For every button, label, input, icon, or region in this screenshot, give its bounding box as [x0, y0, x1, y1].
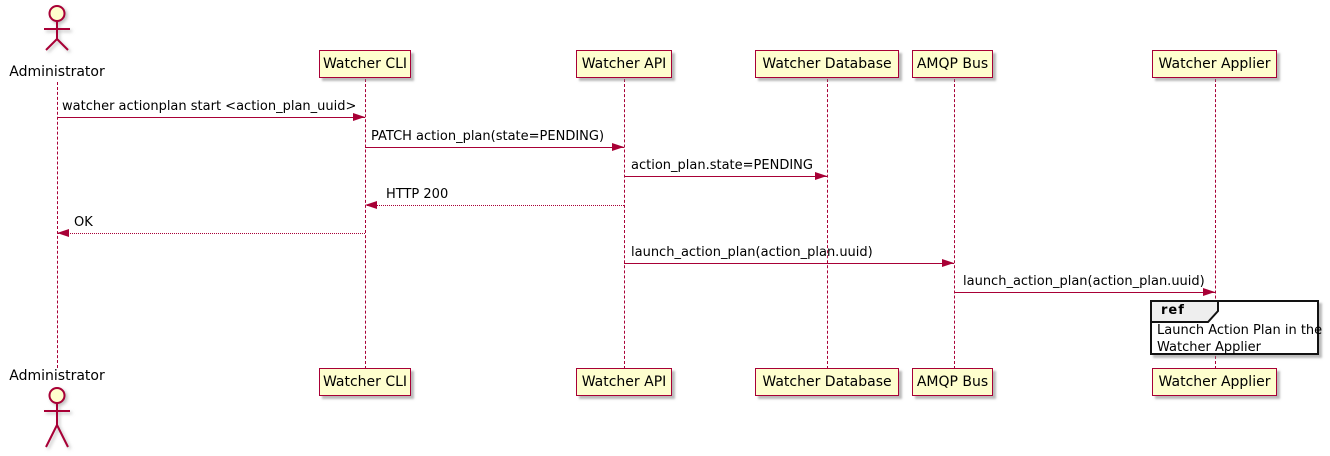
actor-label-top: Administrator — [9, 64, 105, 80]
arrowhead-icon-2 — [612, 142, 624, 151]
lifeline-administrator — [56, 82, 58, 368]
lifeline-amqp-bus — [953, 79, 955, 369]
message-line-6 — [624, 263, 954, 264]
message-label-6: launch_action_plan(action_plan.uuid) — [631, 245, 873, 260]
participant-bottom-watcher-api: Watcher API — [576, 368, 672, 396]
message-line-7 — [954, 292, 1215, 293]
ref-text-line1: Launch Action Plan in the — [1157, 323, 1323, 338]
ref-text: Launch Action Plan in the Watcher Applie… — [1157, 323, 1322, 356]
actor-figure-top — [44, 5, 70, 51]
actor-figure-bottom — [44, 387, 70, 448]
arrowhead-icon-3 — [815, 171, 827, 180]
message-line-5 — [57, 233, 365, 234]
arrowhead-icon-1 — [353, 112, 365, 121]
participant-bottom-watcher-cli: Watcher CLI — [319, 368, 411, 396]
participant-top-watcher-database: Watcher Database — [755, 50, 899, 78]
participant-top-watcher-api: Watcher API — [576, 50, 672, 78]
lifeline-watcher-database — [826, 79, 828, 369]
message-label-2: PATCH action_plan(state=PENDING) — [371, 129, 605, 144]
message-line-1 — [57, 117, 365, 118]
lifeline-watcher-cli — [364, 79, 366, 369]
lifeline-watcher-api — [623, 79, 625, 369]
message-label-5: OK — [74, 215, 93, 230]
actor-label-bottom: Administrator — [9, 368, 105, 384]
participant-top-amqp-bus: AMQP Bus — [912, 50, 993, 78]
ref-keyword: ref — [1161, 303, 1185, 318]
participant-top-watcher-cli: Watcher CLI — [319, 50, 411, 78]
message-line-3 — [624, 176, 827, 177]
participant-bottom-watcher-database: Watcher Database — [755, 368, 899, 396]
ref-fragment: ref Launch Action Plan in the Watcher Ap… — [1150, 300, 1322, 356]
participant-top-watcher-applier: Watcher Applier — [1152, 50, 1277, 78]
message-label-4: HTTP 200 — [386, 187, 449, 202]
message-label-3: action_plan.state=PENDING — [631, 158, 813, 173]
ref-tag-shape — [1150, 300, 1219, 323]
arrowhead-icon-7 — [1203, 287, 1215, 296]
arrowhead-icon-4 — [365, 200, 377, 209]
message-label-1: watcher actionplan start <action_plan_uu… — [62, 99, 357, 114]
participant-bottom-watcher-applier: Watcher Applier — [1152, 368, 1277, 396]
participant-bottom-amqp-bus: AMQP Bus — [912, 368, 993, 396]
arrowhead-icon-6 — [942, 258, 954, 267]
message-line-4 — [365, 205, 624, 206]
message-label-7: launch_action_plan(action_plan.uuid) — [963, 274, 1205, 289]
ref-text-line2: Watcher Applier — [1157, 339, 1261, 355]
arrowhead-icon-5 — [57, 228, 69, 237]
message-line-2 — [365, 147, 624, 148]
lifeline-watcher-applier — [1214, 79, 1216, 369]
